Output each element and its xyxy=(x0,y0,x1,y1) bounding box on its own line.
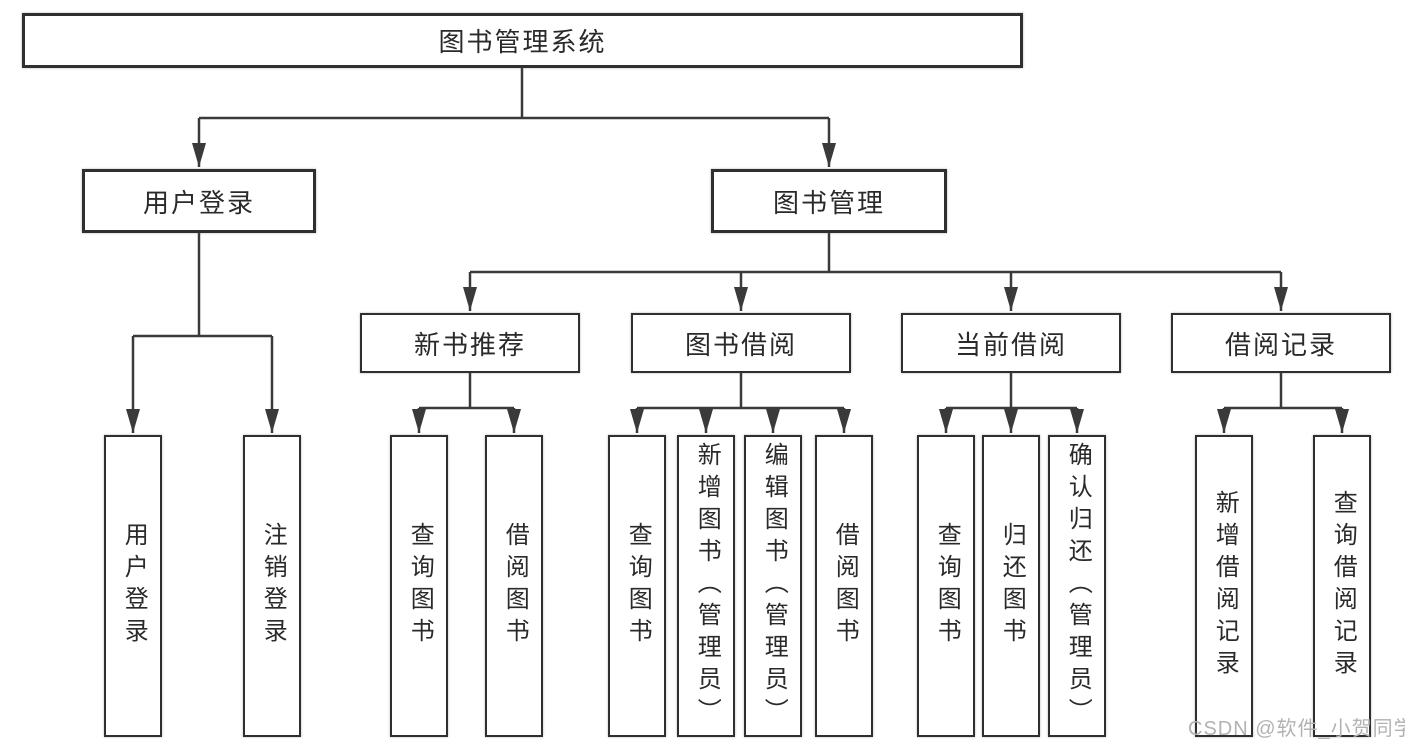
csdn-watermark: CSDN @软件_小贺同学 xyxy=(1188,718,1405,740)
leaf-query-record-label: 查询借阅记录 xyxy=(1329,490,1357,682)
connector-new-books-spine xyxy=(419,373,514,410)
connector-book-borrow-spine xyxy=(637,373,844,410)
leaf-user-login-label: 用户登录 xyxy=(120,522,148,650)
node-book-mgmt: 图书管理 xyxy=(711,169,947,233)
leaf-query-books-2-label: 查询图书 xyxy=(624,522,652,650)
leaf-borrow-books-2-label: 借阅图书 xyxy=(831,522,859,650)
leaf-add-record-label: 新增借阅记录 xyxy=(1211,490,1239,682)
leaf-borrow-books-1: 借阅图书 xyxy=(485,435,543,737)
leaf-query-books-3-label: 查询图书 xyxy=(933,522,961,650)
connector-user-login-spine xyxy=(133,233,272,338)
connector-book-mgmt-spine xyxy=(470,233,1281,274)
connector-current-borrow-spine xyxy=(946,373,1077,410)
leaf-add-books: 新增图书（管理员） xyxy=(677,435,735,737)
leaf-edit-books: 编辑图书（管理员） xyxy=(744,435,802,737)
leaf-logout: 注销登录 xyxy=(243,435,301,737)
leaf-query-books-1: 查询图书 xyxy=(390,435,448,737)
leaf-edit-books-label: 编辑图书（管理员） xyxy=(760,442,788,730)
leaf-add-record: 新增借阅记录 xyxy=(1195,435,1253,737)
node-new-books: 新书推荐 xyxy=(360,313,580,373)
node-root: 图书管理系统 xyxy=(22,13,1023,68)
leaf-confirm-return-label: 确认归还（管理员） xyxy=(1064,442,1092,730)
leaf-query-record: 查询借阅记录 xyxy=(1313,435,1371,737)
node-borrow-records: 借阅记录 xyxy=(1171,313,1391,373)
leaf-query-books-3: 查询图书 xyxy=(917,435,975,737)
leaf-borrow-books-2: 借阅图书 xyxy=(815,435,873,737)
leaf-query-books-2: 查询图书 xyxy=(608,435,666,737)
leaf-user-login: 用户登录 xyxy=(104,435,162,737)
leaf-logout-label: 注销登录 xyxy=(259,522,287,650)
leaf-borrow-books-1-label: 借阅图书 xyxy=(501,522,529,650)
leaf-confirm-return: 确认归还（管理员） xyxy=(1048,435,1106,737)
connector-root-spine xyxy=(199,67,829,120)
leaf-query-books-1-label: 查询图书 xyxy=(406,522,434,650)
leaf-add-books-label: 新增图书（管理员） xyxy=(693,442,721,730)
node-book-borrow: 图书借阅 xyxy=(631,313,851,373)
leaf-return-books-label: 归还图书 xyxy=(998,522,1026,650)
node-user-login: 用户登录 xyxy=(82,169,316,233)
connector-borrow-records-spine xyxy=(1224,373,1342,410)
leaf-return-books: 归还图书 xyxy=(982,435,1040,737)
node-current-borrow: 当前借阅 xyxy=(901,313,1121,373)
